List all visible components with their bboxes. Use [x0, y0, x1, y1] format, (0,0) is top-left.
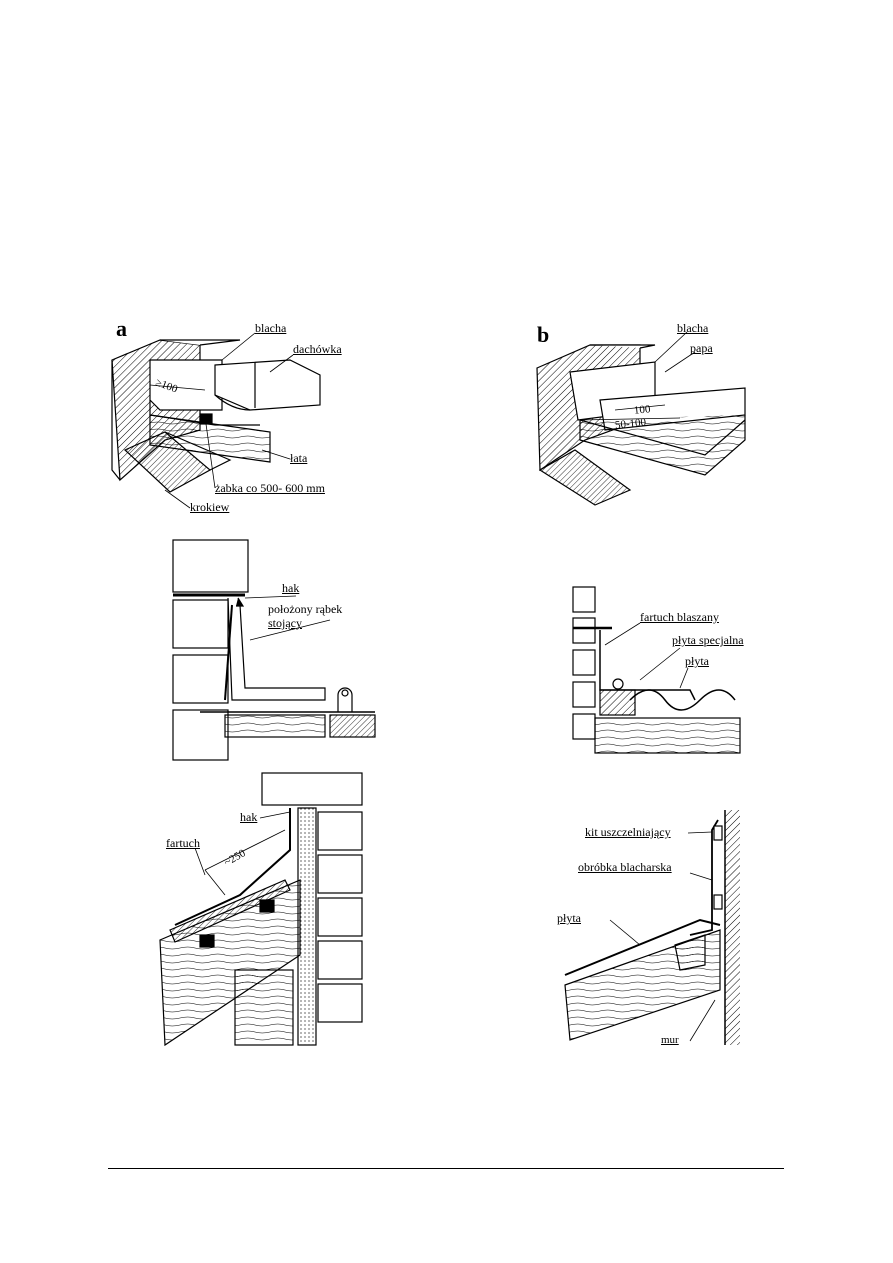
panel-letter-a: a: [116, 316, 127, 341]
figure-a-top: [111, 332, 321, 509]
label-fartuch: fartuch: [166, 836, 200, 850]
panel-letter-b: b: [537, 322, 550, 347]
figure-b-top: [536, 331, 746, 506]
label-rabek-2: stojący: [268, 616, 302, 630]
label-zabka: żabka co 500- 600 mm: [215, 481, 325, 495]
label-krokiew: krokiew: [190, 500, 230, 514]
figure-a-bottom: [159, 772, 363, 1047]
footer-rule: [108, 1168, 784, 1169]
label-hak-a-bot: hak: [240, 810, 258, 824]
figure-b-middle: [572, 586, 741, 754]
label-plyta-mid: płyta: [685, 654, 709, 668]
figure-b-bottom: [564, 810, 740, 1045]
label-kit: kit uszczelniający: [585, 825, 671, 839]
dimension-b-top-1: 100: [633, 403, 652, 417]
label-plyta-specjalna: płyta specjalna: [672, 633, 744, 647]
label-obrobka: obróbka blacharska: [578, 860, 672, 874]
label-lata: łata: [290, 451, 308, 465]
label-rabek-1: położony rąbek: [268, 602, 343, 616]
label-hak-a-mid: hak: [282, 581, 300, 595]
label-blacha-a: blacha: [255, 321, 287, 335]
label-fartuch-blaszany: fartuch blaszany: [640, 610, 719, 624]
label-dachowka: dachówka: [293, 342, 342, 356]
label-papa: papa: [690, 341, 713, 355]
figure-a-middle: [172, 539, 376, 761]
label-mur: mur: [661, 1034, 679, 1046]
label-blacha-b: blacha: [677, 321, 709, 335]
label-plyta-bot: płyta: [557, 911, 581, 925]
